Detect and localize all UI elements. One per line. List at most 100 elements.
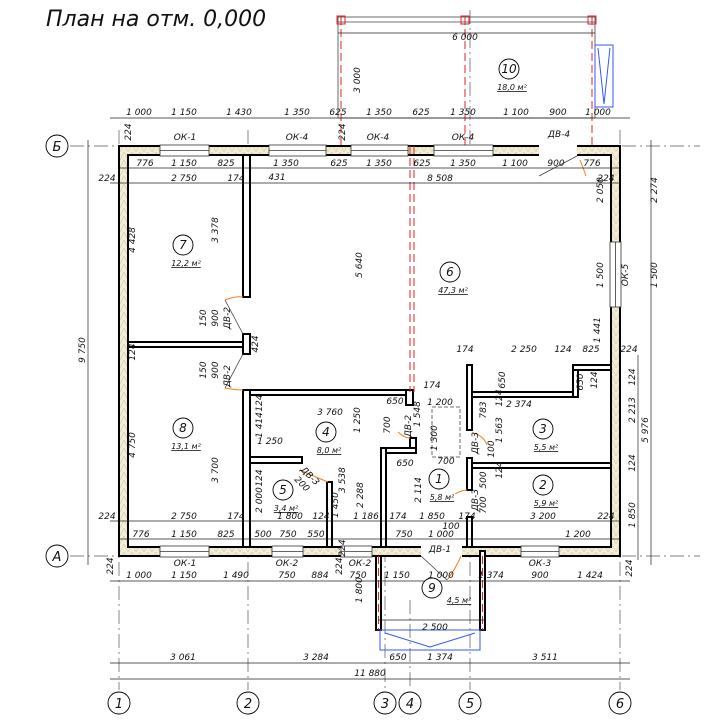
axis-label: Б: [53, 140, 62, 155]
dimension-label: 5 640: [355, 252, 365, 278]
room-area: 4,5 м²: [447, 596, 472, 605]
opening-label: ДВ-2: [223, 365, 233, 388]
dimension-label: 650: [396, 459, 413, 469]
dimension-label: 900: [547, 159, 564, 169]
dimension-label: 625: [412, 108, 429, 118]
dimension-label: 1 186: [353, 512, 379, 522]
axis-bubble: [236, 691, 260, 715]
dimension-label: 1 850: [628, 502, 638, 528]
axis-bubble: [373, 691, 397, 715]
room-number-badge: [272, 479, 294, 501]
dimension-label: 124: [628, 368, 638, 385]
dimension-label: 750: [349, 571, 366, 581]
dimension-label: 700: [383, 416, 393, 433]
dimension-label: 650: [389, 653, 406, 663]
dimension-label: 1 150: [171, 530, 197, 540]
dimension-label: 1 414: [255, 412, 265, 438]
opening-label: ОК-3: [529, 559, 552, 569]
dimension-label: 625: [413, 159, 430, 169]
dimension-label: 1 800: [277, 512, 303, 522]
dimension-label: 1 100: [503, 108, 529, 118]
dimension-label: 1 441: [593, 317, 603, 343]
dimension-label: 8 508: [427, 174, 453, 184]
dimension-label: 124: [495, 389, 505, 406]
axis-label: 2: [244, 697, 252, 712]
room-area: 3,4 м²: [274, 504, 299, 513]
room-number-badge: [315, 421, 337, 443]
dimension-lines: [87, 32, 652, 680]
dimension-label: 1 250: [353, 407, 363, 433]
dimension-label: 9 750: [78, 337, 88, 363]
dimension-label: 700: [437, 457, 454, 467]
dimension-label: 2 050: [596, 177, 606, 203]
axis-label: 4: [406, 697, 414, 712]
dimension-label: 776: [583, 159, 600, 169]
dimension-label: 3 284: [303, 653, 329, 663]
dimension-label: 1 350: [366, 159, 392, 169]
dimension-label: 224: [98, 174, 115, 184]
dimension-label: 3 000: [353, 67, 363, 93]
dimension-label: 124: [495, 461, 505, 478]
dimension-label: 625: [330, 159, 347, 169]
dimension-label: 1 500: [596, 262, 606, 288]
door-swings: [224, 155, 587, 581]
opening-label: ОК-2: [276, 559, 299, 569]
room-number: 4: [322, 425, 330, 439]
room-area: 5,5 м²: [534, 443, 559, 452]
room-number-badge: [172, 234, 194, 256]
dimension-label: 174: [227, 174, 244, 184]
page-title: План на отм. 0,000: [46, 7, 266, 32]
dimension-label: 750: [395, 530, 412, 540]
axis-bubble: [45, 134, 69, 158]
dimension-label: 224: [338, 123, 348, 140]
dimension-label: 124: [128, 343, 138, 360]
dimension-label: 1 374: [427, 653, 453, 663]
dimension-label: 424: [251, 335, 261, 352]
dimension-label: 2 213: [628, 397, 638, 423]
axis-label: 3: [381, 697, 389, 712]
dimension-label: 650: [576, 373, 586, 390]
dimension-label: 224: [335, 557, 345, 574]
room-number: 5: [279, 483, 287, 497]
dimension-label: 1 300: [430, 425, 440, 451]
dimension-label: 776: [136, 159, 153, 169]
dimension-label: 150: [199, 309, 209, 326]
dimension-label: 3 061: [170, 653, 196, 663]
dimension-label: 650: [498, 371, 508, 388]
room-number: 9: [428, 581, 436, 595]
dimension-label: 2 374: [506, 400, 532, 410]
dimension-label: 1 430: [226, 108, 252, 118]
opening-label: ДВ-3: [471, 489, 481, 512]
dimension-label: 6 000: [452, 33, 478, 43]
room-number-badge: [172, 417, 194, 439]
dimension-label: 2 250: [511, 345, 537, 355]
dimension-label: 124: [554, 345, 571, 355]
dimension-label: 431: [268, 173, 285, 183]
dimension-label: 224: [106, 557, 116, 574]
opening-label: ОК-4: [367, 133, 390, 143]
dimension-label: 4 750: [128, 432, 138, 458]
room-area: 47,3 м²: [438, 286, 468, 295]
dimension-label: 2 288: [356, 482, 366, 508]
dimension-label: 1 250: [257, 437, 283, 447]
dimension-label: 174: [389, 512, 406, 522]
room-number: 2: [539, 478, 547, 492]
dimension-label: 174: [458, 512, 475, 522]
dimension-label: 3 538: [338, 467, 348, 493]
dimension-label: 884: [311, 571, 328, 581]
dimension-label: 2 750: [171, 174, 197, 184]
axis-bubble: [107, 691, 131, 715]
room-number-badge: [439, 261, 461, 283]
dimension-label: 825: [582, 345, 599, 355]
room-number-badge: [421, 577, 443, 599]
dimension-label: 1 150: [171, 159, 197, 169]
stairs-icon: [594, 44, 614, 108]
room-number: 3: [539, 422, 547, 436]
dimension-label: 224: [597, 174, 614, 184]
dimension-label: 1 000: [428, 530, 454, 540]
axis-label: 6: [616, 697, 624, 712]
dimension-label: 3 200: [530, 512, 556, 522]
room-area: 12,2 м²: [171, 259, 201, 268]
room-number-badge: [498, 58, 520, 80]
dimension-label: 100: [442, 522, 459, 532]
